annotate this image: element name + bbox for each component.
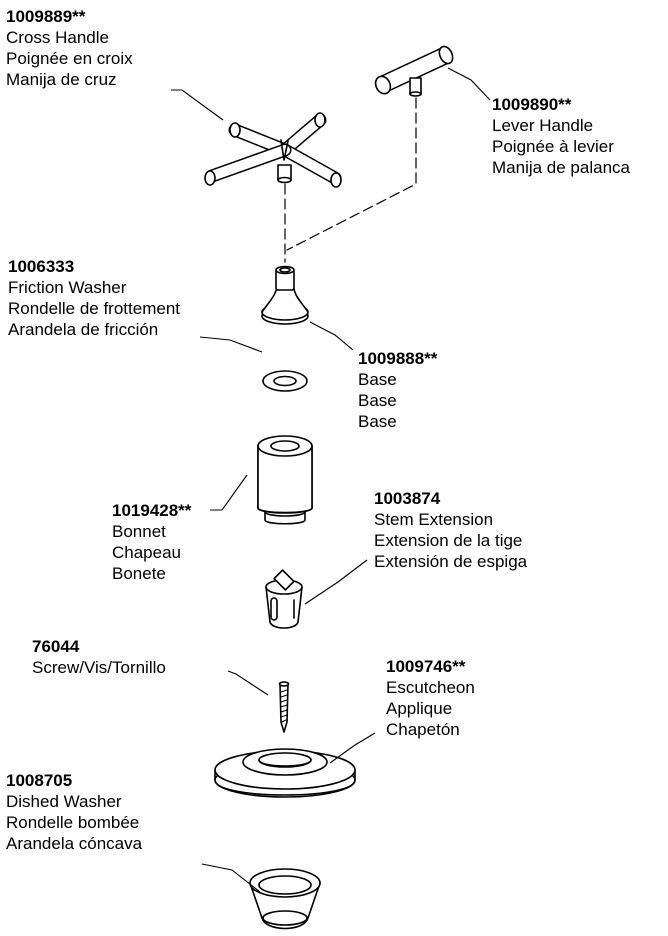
friction-washer-drawing [262, 370, 308, 392]
dished-washer-en: Dished Washer [6, 792, 122, 811]
callout-stem-extension: 1003874 Stem Extension Extension de la t… [374, 488, 527, 572]
leader-lines [171, 67, 491, 893]
base-fr: Base [358, 391, 397, 410]
lever-handle-en: Lever Handle [492, 116, 594, 135]
callout-bonnet: 1019428** Bonnet Chapeau Bonete [112, 500, 191, 584]
screw-drawing [278, 681, 290, 733]
stem-extension-en: Stem Extension [374, 510, 494, 529]
callout-dished-washer: 1008705 Dished Washer Rondelle bombée Ar… [6, 770, 142, 854]
escutcheon-fr: Applique [386, 699, 453, 718]
part-number-lever-handle: 1009890** [492, 95, 572, 114]
part-number-stem-extension: 1003874 [374, 489, 441, 508]
cross-handle-en: Cross Handle [6, 28, 109, 47]
lever-handle-es: Manija de palanca [492, 158, 630, 177]
part-number-escutcheon: 1009746** [386, 657, 466, 676]
callout-lever-handle: 1009890** Lever Handle Poignée à levier … [492, 94, 630, 178]
escutcheon-en: Escutcheon [386, 678, 475, 697]
cross-handle-drawing [204, 112, 342, 188]
friction-washer-fr: Rondelle de frottement [8, 299, 180, 318]
bonnet-drawing [257, 435, 313, 525]
base-drawing [261, 265, 309, 325]
lever-handle-drawing [374, 45, 454, 97]
dished-washer-fr: Rondelle bombée [6, 813, 140, 832]
callout-escutcheon: 1009746** Escutcheon Applique Chapetón [386, 656, 475, 740]
part-number-friction-washer: 1006333 [8, 257, 75, 276]
friction-washer-en: Friction Washer [8, 278, 127, 297]
part-number-cross-handle: 1009889** [6, 7, 86, 26]
bonnet-es: Bonete [112, 564, 166, 583]
callout-friction-washer: 1006333 Friction Washer Rondelle de frot… [8, 256, 180, 340]
stem-extension-drawing [265, 569, 303, 629]
lever-handle-fr: Poignée à levier [492, 137, 614, 156]
friction-washer-es: Arandela de fricción [8, 320, 159, 339]
base-en: Base [358, 370, 397, 389]
alignment-dashed-lines [284, 97, 417, 263]
dished-washer-es: Arandela cóncava [6, 834, 143, 853]
part-number-base: 1009888** [358, 349, 438, 368]
escutcheon-es: Chapetón [386, 720, 460, 739]
cross-handle-es: Manija de cruz [6, 70, 117, 89]
part-number-dished-washer: 1008705 [6, 771, 73, 790]
stem-extension-es: Extensión de espiga [374, 552, 528, 571]
part-number-screw: 76044 [32, 637, 80, 656]
part-number-bonnet: 1019428** [112, 501, 192, 520]
base-es: Base [358, 412, 397, 431]
screw-label: Screw/Vis/Tornillo [32, 658, 166, 677]
cross-handle-fr: Poignée en croix [6, 49, 133, 68]
dished-washer-drawing [249, 868, 321, 930]
stem-extension-fr: Extension de la tige [374, 531, 523, 550]
callout-screw: 76044 Screw/Vis/Tornillo [32, 636, 166, 678]
escutcheon-drawing [214, 748, 356, 798]
bonnet-en: Bonnet [112, 522, 166, 541]
callout-base: 1009888** Base Base Base [358, 348, 437, 432]
callout-cross-handle: 1009889** Cross Handle Poignée en croix … [6, 6, 133, 90]
bonnet-fr: Chapeau [112, 543, 182, 562]
